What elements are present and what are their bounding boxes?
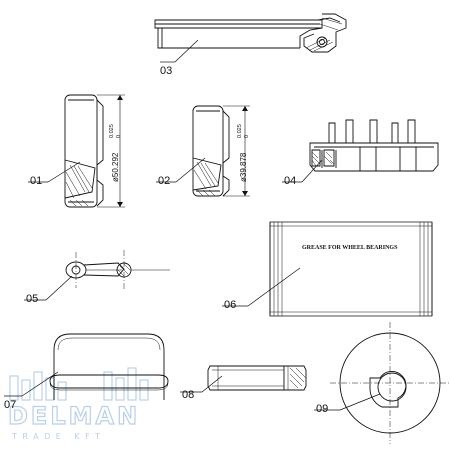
part-05-label: 05 [26,293,38,305]
part-09-label: 09 [316,403,328,415]
part-06-label: 06 [224,299,236,311]
part-01-dimension: ø50.292 [111,152,120,182]
part-04-label: 04 [284,175,296,187]
watermark-name: DELMAN [8,402,140,430]
part-02-label: 02 [158,175,170,187]
watermark-subtitle: TRADE KFT [11,432,105,441]
part-02-bearing: 02 ø39.878 0.025 0 [156,105,250,197]
watermark-logo: DELMAN TRADE KFT [7,367,149,441]
part-07-cap: 07 [4,333,169,411]
part-06-grease-text: GREASE FOR WHEEL BEARINGS [302,245,398,251]
part-06-grease-pack: GREASE FOR WHEEL BEARINGS 06 [222,221,433,317]
part-03-label: 03 [160,65,172,77]
part-01-bearing: 01 ø50.292 0.025 0 [28,94,125,208]
part-08-label: 08 [182,389,194,401]
part-08-nut: 08 [180,365,307,401]
part-09-washer: 09 [314,322,450,444]
part-05-cotter-pin: 05 [24,250,170,305]
part-01-tolerance-bottom: 0 [116,135,122,138]
logo-bars [9,367,149,401]
part-04-dust-cap: 04 [282,119,439,187]
part-03-oil-seal: 03 [154,13,347,77]
part-01-tolerance-top: 0.025 [109,124,115,138]
part-01-label: 01 [30,175,42,187]
part-02-tolerance-top: 0.025 [237,124,243,138]
part-07-label: 07 [4,399,16,411]
part-02-dimension: ø39.878 [239,152,248,182]
part-02-tolerance-bottom: 0 [244,135,250,138]
